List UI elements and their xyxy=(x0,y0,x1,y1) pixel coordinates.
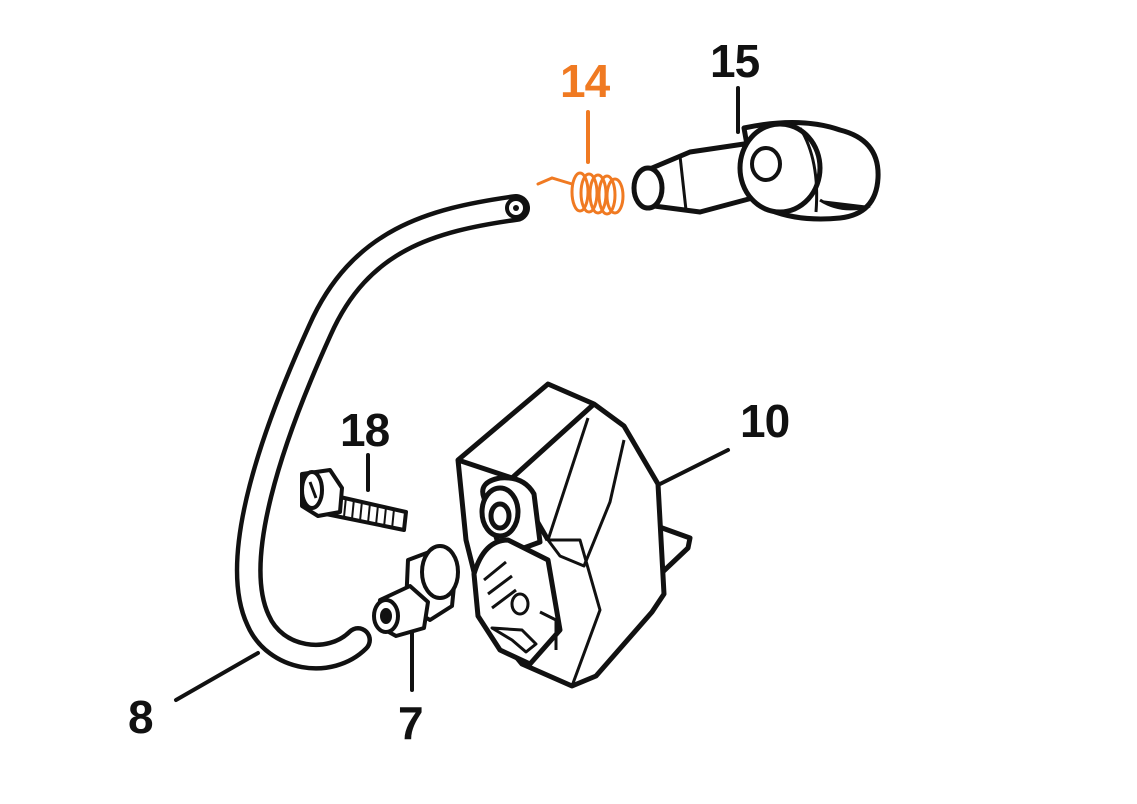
ignition-lead-part-8 xyxy=(234,194,530,671)
callout-18: 18 xyxy=(340,404,390,456)
callout-10: 10 xyxy=(740,395,790,447)
spark-plug-boot-part-15 xyxy=(631,120,881,222)
ignition-module-part-10 xyxy=(455,381,693,689)
callout-14: 14 xyxy=(560,55,610,107)
sleeve-part-7 xyxy=(372,544,460,638)
screw-part-18 xyxy=(300,468,408,532)
callout-15: 15 xyxy=(710,35,760,87)
spring-part-14 xyxy=(536,171,625,216)
callout-8: 8 xyxy=(128,691,154,743)
leader-8 xyxy=(174,651,260,702)
leader-10 xyxy=(658,448,730,486)
leader-lines xyxy=(174,86,740,702)
callout-7: 7 xyxy=(398,697,424,749)
